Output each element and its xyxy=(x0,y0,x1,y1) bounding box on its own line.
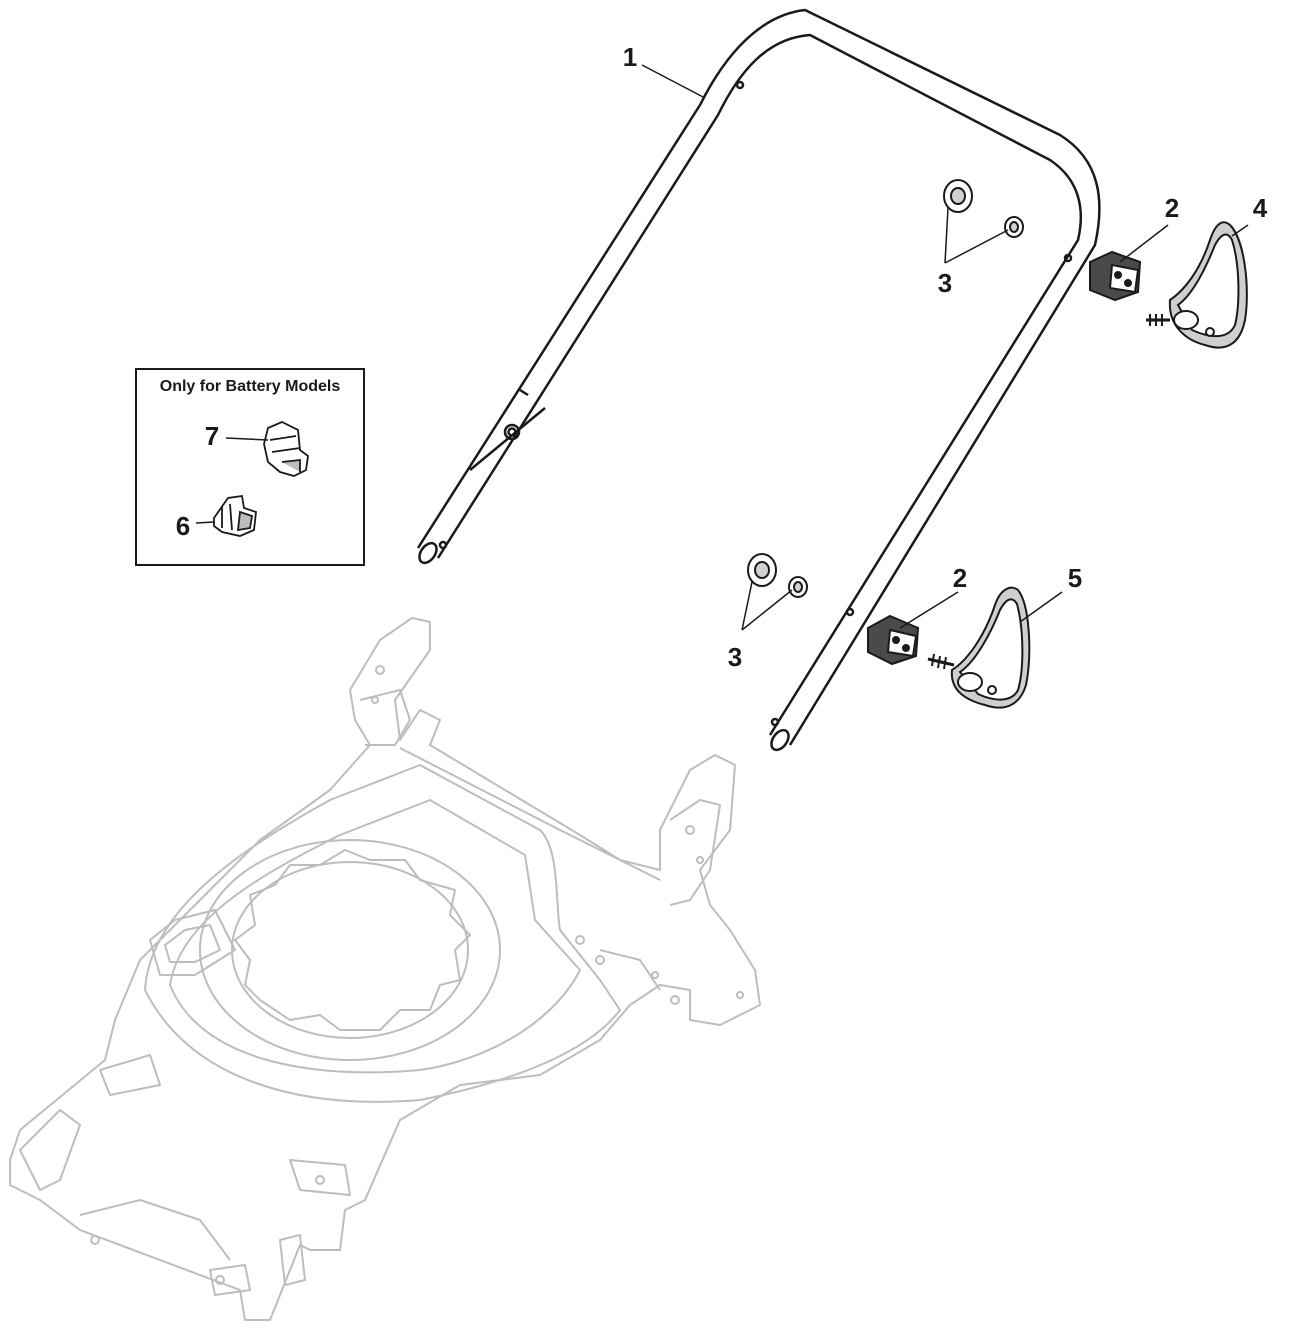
callout-3-upper: 3 xyxy=(937,268,953,298)
clip-7 xyxy=(263,421,309,477)
callout-2-lower: 2 xyxy=(952,563,968,593)
spacer-upper xyxy=(1089,250,1142,302)
inset-title: Only for Battery Models xyxy=(159,378,341,395)
nuts-upper xyxy=(943,179,1024,238)
mower-deck xyxy=(9,617,761,1321)
knob-upper xyxy=(1146,221,1248,349)
nuts-lower xyxy=(747,553,808,598)
callout-5: 5 xyxy=(1067,563,1083,593)
handle-tube xyxy=(416,8,1101,752)
spacer-lower xyxy=(867,614,920,666)
callout-7: 7 xyxy=(204,421,220,451)
callout-1: 1 xyxy=(622,42,638,72)
clip-6 xyxy=(213,494,257,537)
callout-4: 4 xyxy=(1252,193,1268,223)
callout-2-upper: 2 xyxy=(1164,193,1180,223)
battery-models-inset: Only for Battery Models xyxy=(135,368,365,566)
callout-3-lower: 3 xyxy=(727,642,743,672)
leader-lines xyxy=(195,64,1249,631)
knob-lower xyxy=(927,586,1031,709)
callout-6: 6 xyxy=(175,511,191,541)
